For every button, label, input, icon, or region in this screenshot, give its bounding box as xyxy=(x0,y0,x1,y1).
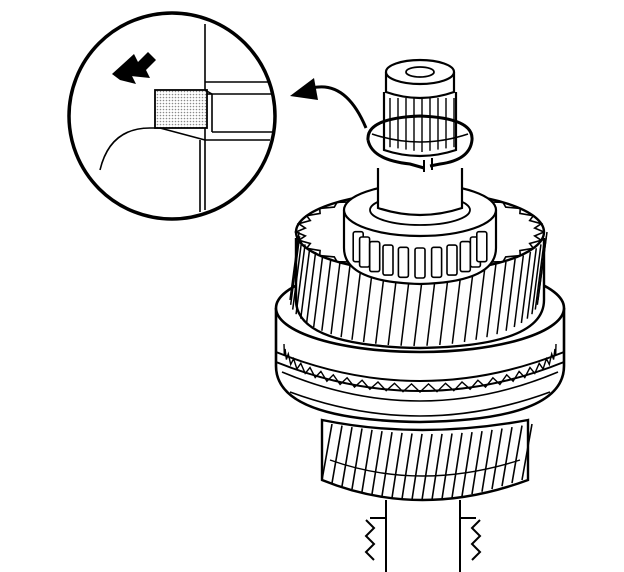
lower-gear-tooth xyxy=(411,433,423,500)
lower-gear-tooth xyxy=(361,429,373,492)
bearing-roller xyxy=(446,244,458,276)
lower-gear-tooth xyxy=(471,430,483,495)
lower-gear-tooth xyxy=(441,433,453,500)
bearing-roller xyxy=(397,246,410,279)
gear-tooth xyxy=(330,261,341,335)
direction-arrow-icon xyxy=(112,52,156,84)
gear-tooth xyxy=(496,261,507,335)
curved-arrow xyxy=(290,78,368,129)
gear-tooth xyxy=(312,255,324,328)
gear-tooth xyxy=(463,268,475,343)
snap-ring-section xyxy=(154,89,208,129)
gear-tooth xyxy=(513,255,525,328)
gear-tooth xyxy=(387,271,398,346)
gear-tooth xyxy=(534,240,546,310)
lower-gear-tooth xyxy=(481,429,493,492)
snap-ring xyxy=(366,114,474,172)
gear-tooth xyxy=(531,244,542,315)
lower-gear-tooth xyxy=(461,431,473,497)
lower-gear-tooth xyxy=(381,431,393,497)
lower-gear-tooth xyxy=(321,423,333,481)
gear-tooth xyxy=(305,251,317,324)
lower-gear-tooth xyxy=(491,428,503,490)
gear-tooth xyxy=(526,248,538,319)
gear-tooth xyxy=(505,258,516,331)
bearing-roller xyxy=(382,244,394,276)
gear-tooth xyxy=(289,231,300,301)
gear-tooth xyxy=(520,251,532,324)
gear-tooth xyxy=(439,271,450,346)
gear-tooth xyxy=(321,258,332,331)
lower-gear-tooth xyxy=(451,432,463,498)
gear-tooth xyxy=(537,231,548,301)
gear-tooth xyxy=(291,240,303,310)
lower-gear-tooth xyxy=(341,426,353,487)
detail-callout-circle xyxy=(67,11,277,221)
lower-gear-tooth xyxy=(421,433,433,501)
lower-gear-tooth xyxy=(401,433,413,500)
lower-gear-tooth xyxy=(511,425,523,484)
bearing-roller xyxy=(358,236,371,268)
gear-tooth xyxy=(451,269,463,344)
bearing-roller xyxy=(368,240,381,273)
detail-section-lines xyxy=(99,24,272,212)
gear-tooth xyxy=(295,244,306,315)
lower-gear-tooth xyxy=(521,423,533,481)
gear-tooth xyxy=(374,269,386,344)
lower-shaft xyxy=(364,500,482,572)
bearing-roller xyxy=(414,247,426,279)
gear-tooth xyxy=(486,264,497,338)
gear-tooth xyxy=(289,236,301,305)
gear-tooth xyxy=(340,264,351,338)
lower-helical-gear xyxy=(320,418,533,502)
bearing-roller xyxy=(475,230,488,263)
lower-gear-tooth xyxy=(501,426,513,487)
lower-gear-tooth xyxy=(351,428,363,490)
lower-gear-tooth xyxy=(371,430,383,495)
synchro-teeth xyxy=(283,343,557,393)
lower-gear-tooth xyxy=(431,433,443,500)
output-shaft xyxy=(376,58,464,217)
lower-gear-tooth xyxy=(331,425,343,484)
lower-gear-tooth xyxy=(391,432,403,498)
bearing-roller xyxy=(459,240,472,273)
gear-tooth xyxy=(475,266,486,340)
gear-tooth xyxy=(362,268,374,343)
gear-tooth xyxy=(351,266,362,340)
bearing-roller xyxy=(430,246,443,279)
gear-tooth xyxy=(299,248,311,319)
